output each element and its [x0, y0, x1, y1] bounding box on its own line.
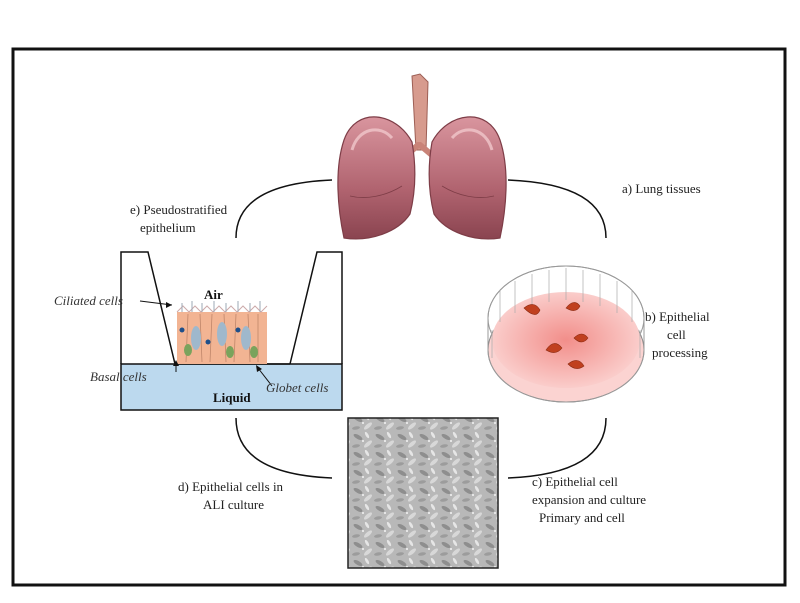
tissue-piece	[573, 333, 589, 343]
svg-text:ALI culture: ALI culture	[203, 497, 264, 512]
tissue-piece	[545, 343, 563, 353]
svg-text:expansion and culture: expansion and culture	[532, 492, 646, 507]
air-label: Air	[204, 287, 223, 302]
step-e-label: e) Pseudostratified epithelium	[130, 202, 228, 235]
insert-wall-left	[120, 251, 176, 365]
tissue-piece	[565, 302, 581, 311]
cycle-arcs	[235, 179, 607, 479]
svg-text:processing: processing	[652, 345, 708, 360]
svg-text:cell: cell	[667, 327, 686, 342]
lungs-icon	[337, 73, 507, 240]
step-d-label: d) Epithelial cells in ALI culture	[178, 479, 284, 512]
arc-top-right	[507, 179, 607, 239]
petri-dish-icon	[487, 265, 645, 403]
arc-top-left	[235, 179, 333, 239]
step-c-label: c) Epithelial cell expansion and culture…	[532, 474, 646, 525]
svg-text:c) Epithelial cell: c) Epithelial cell	[532, 474, 618, 489]
svg-text:e) Pseudostratified: e) Pseudostratified	[130, 202, 228, 217]
svg-text:b) Epithelial: b) Epithelial	[645, 309, 710, 324]
insert-wall-right	[289, 251, 343, 365]
liquid-label: Liquid	[213, 390, 251, 405]
basal-cells-label: Basal cells	[90, 369, 147, 384]
tissue-piece	[523, 304, 541, 315]
liquid-reservoir	[120, 363, 343, 411]
step-b-label: b) Epithelial cell processing	[645, 309, 710, 360]
step-a-label: a) Lung tissues	[622, 181, 701, 196]
svg-text:d) Epithelial cells in: d) Epithelial cells in	[178, 479, 284, 494]
epithelium-cells	[176, 301, 268, 364]
cell-culture-micrograph	[347, 417, 499, 569]
arc-bottom-left	[235, 417, 333, 479]
svg-text:Primary and cell: Primary and cell	[539, 510, 625, 525]
globet-arrow	[257, 367, 273, 387]
transwell-insert-icon: Air Liquid Ciliated cells Basal cells Gl…	[54, 251, 343, 411]
svg-text:epithelium: epithelium	[140, 220, 196, 235]
tissue-piece	[567, 360, 585, 369]
ciliated-cells-label: Ciliated cells	[54, 293, 123, 308]
arc-bottom-right	[507, 417, 607, 479]
globet-cells-label: Globet cells	[266, 380, 328, 395]
